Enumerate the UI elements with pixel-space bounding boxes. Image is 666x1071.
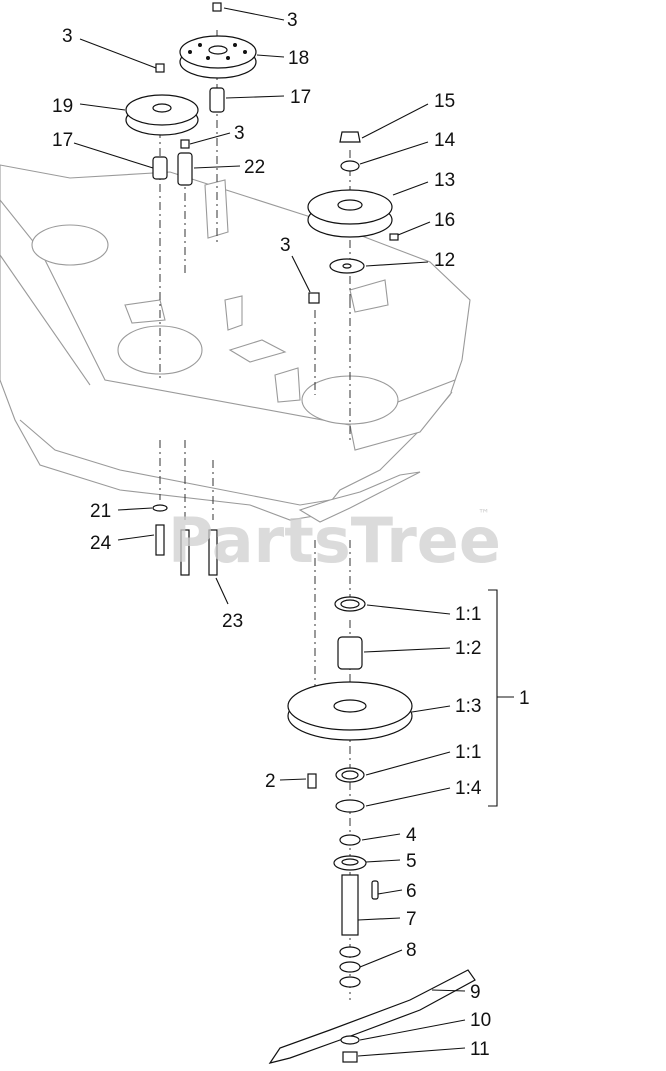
callout-23: 23 <box>222 611 243 632</box>
callout-3: 3 <box>62 26 73 47</box>
spacer-22 <box>177 152 193 186</box>
callout-24: 24 <box>90 533 112 554</box>
bolt-24 <box>155 524 165 556</box>
callout-3: 3 <box>234 123 245 144</box>
spindle-shaft-7 <box>341 874 359 936</box>
washer-4 <box>339 834 361 846</box>
nut-11 <box>342 1051 358 1063</box>
callout-6: 6 <box>406 881 417 902</box>
callout-1: 1 <box>519 688 530 709</box>
callout-4: 4 <box>406 825 417 846</box>
callout-12: 12 <box>434 250 455 271</box>
callout-1-2: 1:2 <box>455 638 481 659</box>
callout-5: 5 <box>406 851 417 872</box>
callout-17: 17 <box>52 130 73 151</box>
bracket-1 <box>488 589 514 807</box>
callout-8: 8 <box>406 940 417 961</box>
bolt-3-mid <box>180 139 190 149</box>
bolt-3-left <box>155 63 165 73</box>
watermark: PartsTree <box>168 504 501 577</box>
callout-21: 21 <box>90 501 111 522</box>
spacer-17-right <box>209 87 225 113</box>
callout-9: 9 <box>470 982 481 1003</box>
callout-17: 17 <box>290 87 311 108</box>
bolt-3-top <box>212 2 222 12</box>
callout-labels: 3 18 3 17 19 3 17 22 15 14 13 16 3 12 21… <box>52 10 530 1060</box>
washers-8 <box>339 946 361 988</box>
callout-13: 13 <box>434 170 455 191</box>
callout-18: 18 <box>288 48 309 69</box>
callout-1-3: 1:3 <box>455 696 481 717</box>
callout-11: 11 <box>470 1039 490 1060</box>
callout-1-1: 1:1 <box>455 604 481 625</box>
callout-3: 3 <box>280 235 291 256</box>
bearing-1-1-bottom <box>335 767 365 783</box>
washer-12 <box>329 258 365 274</box>
bolt-2 <box>307 773 317 789</box>
washer-21 <box>152 504 168 512</box>
callout-22: 22 <box>244 157 265 178</box>
snap-ring-1-4 <box>335 799 365 813</box>
callout-10: 10 <box>470 1010 491 1031</box>
seal-5 <box>333 855 367 871</box>
washer-14 <box>340 160 360 172</box>
bearing-1-1-top <box>334 596 366 612</box>
callout-7: 7 <box>406 909 417 930</box>
idler-pulley-18 <box>179 35 257 79</box>
callout-1-1: 1:1 <box>455 742 481 763</box>
callout-2: 2 <box>265 771 276 792</box>
callout-14: 14 <box>434 130 456 151</box>
bolts-23 <box>180 529 218 576</box>
idler-pulley-19 <box>125 94 199 136</box>
callout-19: 19 <box>52 96 73 117</box>
grease-fitting-16 <box>389 233 399 241</box>
housing-1-3 <box>287 681 413 741</box>
callout-3: 3 <box>287 10 298 31</box>
bolt-3-deck <box>308 292 320 304</box>
mower-deck <box>0 164 471 523</box>
spacer-1-2 <box>337 636 363 670</box>
pulley-13 <box>307 189 393 238</box>
callout-1-4: 1:4 <box>455 778 482 799</box>
spacer-17-left <box>152 156 168 180</box>
leader-lines <box>73 7 466 1057</box>
blade-9 <box>268 969 476 1064</box>
key-6 <box>371 880 379 900</box>
nut-15 <box>339 131 361 143</box>
callout-15: 15 <box>434 91 455 112</box>
washer-10 <box>340 1035 360 1045</box>
watermark-tm: ™ <box>478 507 490 521</box>
callout-16: 16 <box>434 210 455 231</box>
